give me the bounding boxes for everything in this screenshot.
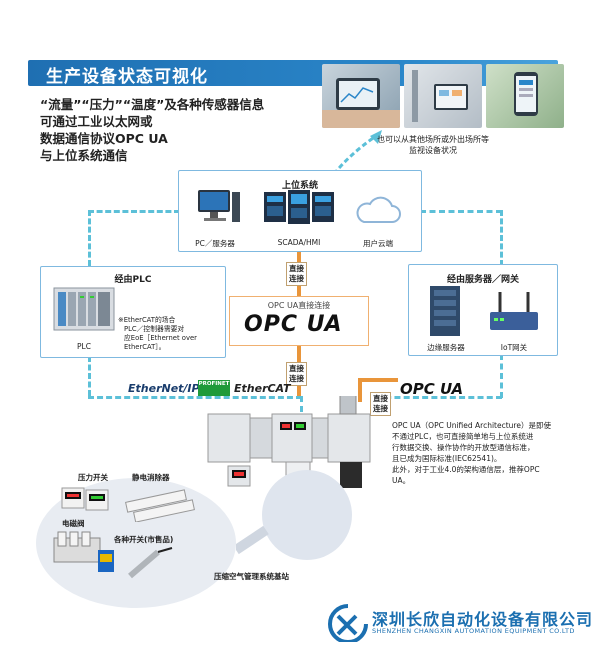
scada-hmi-icon <box>264 190 334 224</box>
description-line: 且已成为国际标准(IEC62541)。 <box>392 454 502 463</box>
cluster-connector <box>236 525 269 555</box>
pressure-switch-icon <box>61 487 109 511</box>
plc-box-title: 经由PLC <box>114 275 152 285</box>
opc-ua-description: OPC UA（OPC Unified Architecture）是即使 不通过P… <box>392 420 582 486</box>
switches-label: 各种开关(市售品) <box>114 535 174 544</box>
tag-line: 直接 <box>289 364 304 373</box>
link-gateway-down <box>500 354 503 398</box>
page-title: 生产设备状态可视化 <box>46 67 208 87</box>
ethernet-ip-logo: EtherNet/IP <box>128 382 200 395</box>
commercial-switches-icon <box>98 547 173 579</box>
opc-direct-box <box>229 296 369 346</box>
link-gateway-upper-v <box>500 210 503 266</box>
factory-tablet-photo <box>404 64 482 128</box>
direct-line-right-h <box>358 378 398 382</box>
plc-note-line: 应EoE［Ethernet over <box>124 334 197 342</box>
description-line: 行数据交换、操作协作的开放型通信标准， <box>392 443 535 452</box>
remote-note-line: 也可以从其他场所或外出场所等 <box>377 135 489 144</box>
direct-connect-tag: 直接 连接 <box>286 362 307 386</box>
edge-server-icon <box>430 286 460 336</box>
intro-line: 与上位系统通信 <box>40 148 128 163</box>
description-line: 此外，对于工业4.0的架构通信层，推荐OPC <box>392 465 540 474</box>
gateway-box-title: 经由服务器／网关 <box>446 275 519 285</box>
plc-note-line: EtherCAT］。 <box>124 343 166 351</box>
intro-text: “流量”“压力”“温度”及各种传感器信息 可通过工业以太网或 数据通信协议OPC… <box>40 96 264 164</box>
tag-line: 连接 <box>289 274 304 283</box>
link-field-v <box>300 396 303 412</box>
remote-monitoring-photos <box>322 64 564 128</box>
link-plc-down <box>88 356 91 396</box>
edge-server-label: 边缘服务器 <box>427 343 465 352</box>
link-plc-upper <box>88 210 180 213</box>
scada-hmi-label: SCADA/HMI <box>277 238 321 247</box>
profinet-logo: PROFINET <box>198 380 230 396</box>
intro-line: 数据通信协议OPC UA <box>40 131 168 146</box>
plc-note-line: PLC／控制器需要对 <box>124 325 185 333</box>
remote-note-line: 监视设备状况 <box>409 146 457 155</box>
opc-ua-logo-small: OPC UA <box>400 380 464 398</box>
base-station-bg <box>262 470 352 560</box>
ionizer-label: 静电消除器 <box>132 473 170 482</box>
link-plc-field <box>88 396 302 399</box>
cloud-label: 用户云端 <box>363 239 393 248</box>
plc-icon <box>53 287 115 331</box>
link-gateway-upper <box>420 210 502 213</box>
direct-line-right <box>358 380 362 402</box>
company-logo-icon <box>328 604 368 642</box>
opc-ua-logo: OPC UA <box>244 312 343 337</box>
description-line: OPC UA（OPC Unified Architecture）是即使 <box>392 421 551 430</box>
direct-connect-tag: 直接 连接 <box>370 392 391 416</box>
plc-label: PLC <box>77 342 91 351</box>
tablet-photo <box>322 64 400 128</box>
tag-line: 连接 <box>289 374 304 383</box>
cloud-icon <box>356 196 401 223</box>
description-line: 不通过PLC，也可直接简单地与上位系统进 <box>392 432 534 441</box>
pressure-switch-label: 压力开关 <box>78 473 108 482</box>
plc-note: ※EtherCAT的场合 PLC／控制器需要对 应EoE［Ethernet ov… <box>118 316 222 352</box>
intro-line: 可通过工业以太网或 <box>40 114 153 129</box>
link-gateway-field <box>376 396 502 399</box>
plc-note-line: ※EtherCAT的场合 <box>118 316 176 324</box>
iot-gateway-icon <box>490 292 538 330</box>
link-plc-upper-v <box>88 210 91 266</box>
pc-server-label: PC／服务器 <box>195 239 235 248</box>
ionizer-icon <box>125 489 195 522</box>
phone-photo <box>486 64 564 128</box>
ethercat-logo: EtherCAT <box>234 382 291 395</box>
description-line: UA。 <box>392 476 411 485</box>
opc-direct-title: OPC UA直接连接 <box>267 301 331 310</box>
iot-gateway-label: IoT网关 <box>500 343 528 352</box>
company-name-cn: 深圳长欣自动化设备有限公司 <box>372 610 594 629</box>
upper-system-title: 上位系统 <box>281 181 318 191</box>
tag-line: 直接 <box>373 394 388 403</box>
tag-line: 直接 <box>289 264 304 273</box>
intro-line: “流量”“压力”“温度”及各种传感器信息 <box>40 97 265 112</box>
pc-server-icon <box>198 190 240 222</box>
company-name-en: SHENZHEN CHANGXIN AUTOMATION EQUIPMENT C… <box>372 627 575 635</box>
tag-line: 连接 <box>373 404 388 413</box>
remote-note: 也可以从其他场所或外出场所等 监视设备状况 <box>348 134 518 156</box>
solenoid-valve-label: 电磁阀 <box>62 519 85 528</box>
base-station-label: 压缩空气管理系统基站 <box>214 572 289 581</box>
direct-connect-tag: 直接 连接 <box>286 262 307 286</box>
